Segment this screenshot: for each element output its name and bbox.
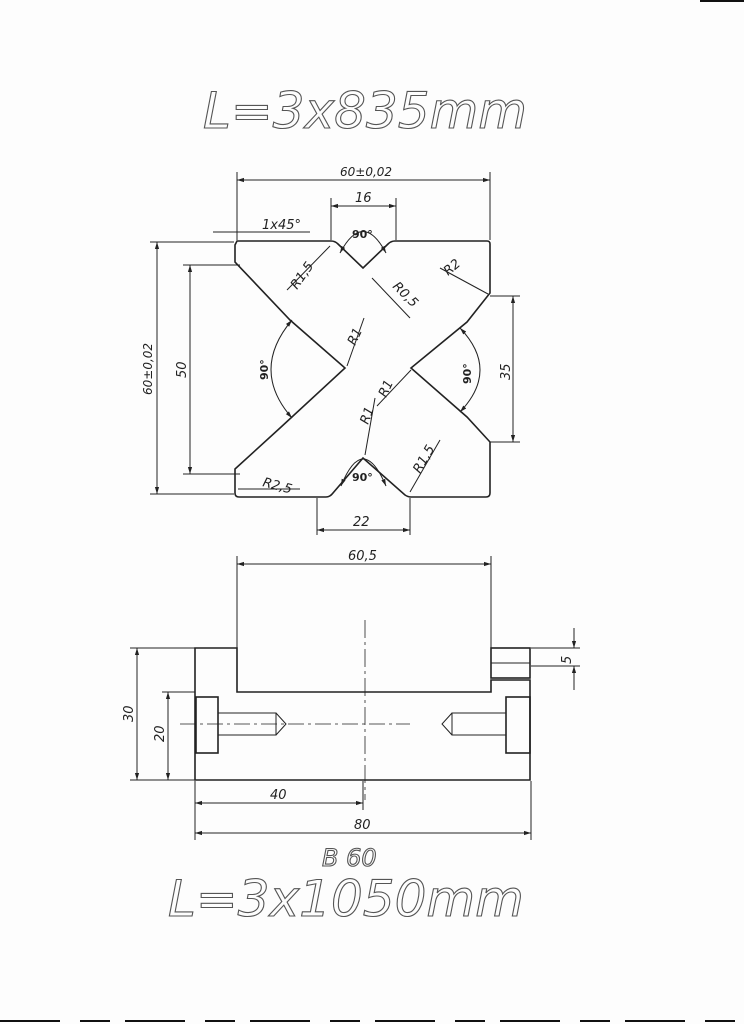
angle-right: 90° [461, 363, 474, 384]
radius-r1-b: R1 [376, 378, 397, 400]
dim-height-outer: 60±0,02 [141, 343, 155, 395]
dim-section-inner-height: 20 [153, 725, 168, 742]
x-block-outline [234, 240, 491, 498]
dim-section-total-width: 80 [354, 818, 371, 833]
dim-section-small: 5 [560, 656, 575, 664]
dim-section-top-width: 60,5 [348, 549, 377, 564]
right-bolt-shank [451, 712, 507, 736]
angle-left: 90° [258, 359, 271, 380]
dim-top-slot: 16 [355, 191, 372, 206]
dim-chamfer: 1x45° [262, 218, 301, 233]
dim-width-top: 60±0,02 [340, 165, 392, 179]
title-bottom: L=3x1050mm [168, 870, 524, 928]
dim-bottom-slot: 22 [353, 515, 370, 530]
title-top: L=3x835mm [203, 82, 527, 140]
radius-r1-a: R1 [345, 326, 366, 348]
right-bolt-head [505, 696, 531, 754]
dim-right-slot: 35 [499, 363, 514, 380]
dim-height-inner: 50 [175, 361, 190, 378]
radius-r2: R2 [441, 256, 464, 279]
radius-r15-bottom: R1,5 [410, 443, 438, 476]
left-bolt-head [195, 696, 219, 754]
section-label: B 60 [322, 844, 377, 872]
section-body [194, 647, 531, 781]
angle-bottom: 90° [352, 471, 373, 484]
radius-r25: R2,5 [261, 475, 294, 497]
angle-top: 90° [352, 228, 373, 241]
dim-section-height: 30 [122, 705, 137, 722]
radius-r1-c: R1 [358, 405, 378, 426]
radius-r15-top: R1,5 [288, 259, 317, 292]
radius-r05: R0,5 [389, 279, 421, 311]
dim-section-half-width: 40 [270, 788, 287, 803]
